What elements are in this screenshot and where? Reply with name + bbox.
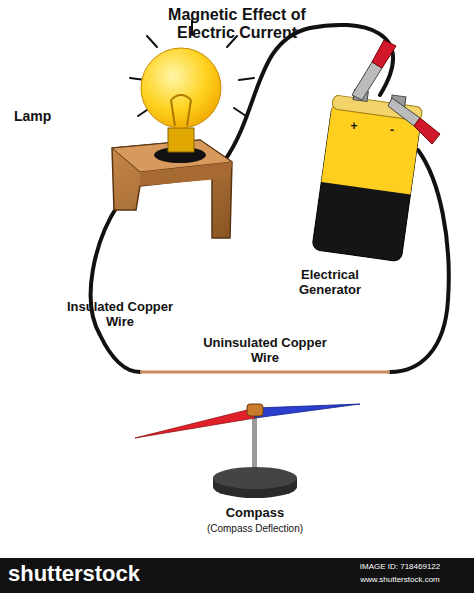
- insulated-wire: [91, 25, 449, 372]
- watermark: IMAGE ID: 718469122: [330, 562, 470, 571]
- watermark: shutterstock: [8, 561, 178, 586]
- part-note: (Compass Deflection): [175, 523, 335, 535]
- part-label: Electrical Generator: [270, 268, 390, 298]
- lamp-bulb: [141, 48, 221, 163]
- battery: [312, 87, 424, 262]
- watermark-bar: [0, 558, 474, 593]
- part-label: Insulated Copper Wire: [60, 300, 180, 330]
- part-label: Uninsulated Copper Wire: [190, 336, 340, 366]
- part-label: Compass: [195, 506, 315, 521]
- alligator-clip: [352, 40, 440, 144]
- lamp-stand: [112, 140, 232, 238]
- terminal-sign: -: [385, 124, 399, 138]
- title: Magnetic Effect of Electric Current: [165, 6, 309, 43]
- watermark: www.shutterstock.com: [330, 575, 470, 584]
- terminal-sign: +: [347, 120, 361, 134]
- compass: [135, 404, 360, 498]
- uninsulated-wire: [140, 371, 390, 374]
- part-label: Lamp: [14, 108, 74, 124]
